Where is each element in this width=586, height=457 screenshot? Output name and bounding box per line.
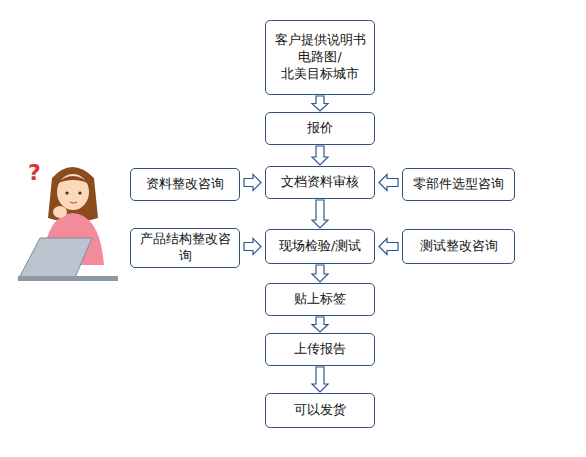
block-arrow: [379, 239, 398, 255]
box-text: 可以发货: [294, 402, 346, 419]
box-text: 零部件选型咨询: [413, 176, 504, 193]
process-box: 客户提供说明书 电路图/ 北美目标城市: [265, 20, 375, 95]
mouth: [70, 202, 77, 203]
block-arrow: [312, 265, 328, 282]
face: [57, 174, 89, 210]
process-box: 报价: [265, 112, 375, 145]
block-arrow: [312, 367, 328, 392]
box-text: 报价: [307, 120, 333, 137]
process-box: 零部件选型咨询: [402, 168, 515, 201]
laptop-screen: [18, 238, 92, 280]
eye: [78, 191, 81, 194]
question-mark: ?: [28, 160, 41, 185]
hand: [53, 206, 67, 218]
process-box: 贴上标签: [265, 283, 375, 316]
block-arrow: [312, 200, 328, 228]
eye: [65, 191, 68, 194]
fringe: [56, 176, 90, 184]
process-box: 产品结构整改咨询: [130, 228, 240, 268]
block-arrow: [312, 146, 328, 165]
block-arrow: [244, 175, 261, 191]
box-text: 资料整改咨询: [146, 176, 224, 193]
process-box: 资料整改咨询: [130, 168, 240, 201]
block-arrow: [312, 317, 328, 332]
process-box: 文档资料审核: [265, 166, 375, 199]
process-box: 可以发货: [265, 393, 375, 428]
box-text: 客户提供说明书 电路图/ 北美目标城市: [272, 32, 368, 83]
block-arrow: [244, 239, 261, 255]
box-text: 产品结构整改咨询: [137, 231, 233, 265]
process-box: 测试整改咨询: [402, 229, 515, 264]
process-box: 上传报告: [265, 333, 375, 366]
block-arrow: [312, 96, 328, 111]
box-text: 上传报告: [294, 341, 346, 358]
process-box: 现场检验/测试: [265, 229, 375, 264]
block-arrow: [379, 175, 398, 191]
box-text: 贴上标签: [294, 291, 346, 308]
illustration-background: [15, 150, 121, 280]
box-text: 文档资料审核: [281, 174, 359, 191]
box-text: 测试整改咨询: [420, 238, 498, 255]
box-text: 现场检验/测试: [279, 238, 361, 255]
laptop-base: [18, 276, 118, 281]
